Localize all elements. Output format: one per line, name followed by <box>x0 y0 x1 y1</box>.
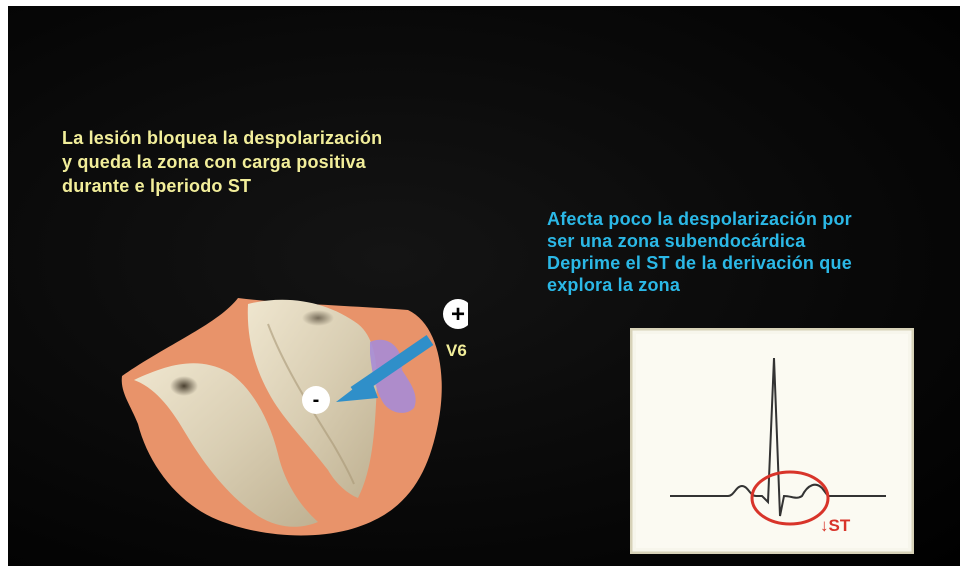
effect-text-line-3: Deprime el ST de la derivación que <box>547 252 960 274</box>
st-depression-label: ↓ST <box>820 516 850 536</box>
lesion-text-line-3: durante e lperiodo ST <box>62 174 522 198</box>
lesion-text-line-1: La lesión bloquea la despolarización <box>62 126 522 150</box>
ecg-panel <box>630 328 914 554</box>
positive-symbol: + <box>451 301 465 328</box>
effect-text-line-4: explora la zona <box>547 274 960 296</box>
subendocardial-explanation-text: Afecta poco la despolarización por ser u… <box>547 208 960 296</box>
effect-text-line-1: Afecta poco la despolarización por <box>547 208 960 230</box>
heart-section-illustration: - + <box>108 284 468 544</box>
negative-symbol: - <box>313 389 320 411</box>
lesion-text-line-2: y queda la zona con carga positiva <box>62 150 522 174</box>
tissue-shadow <box>170 376 198 396</box>
ecg-panel-inner <box>636 334 908 548</box>
effect-text-line-2: ser una zona subendocárdica <box>547 230 960 252</box>
slide: La lesión bloquea la despolarización y q… <box>8 6 960 566</box>
tissue-shadow-2 <box>302 310 334 326</box>
lesion-explanation-text: La lesión bloquea la despolarización y q… <box>62 126 522 198</box>
lead-v6-label: V6 <box>446 341 467 361</box>
